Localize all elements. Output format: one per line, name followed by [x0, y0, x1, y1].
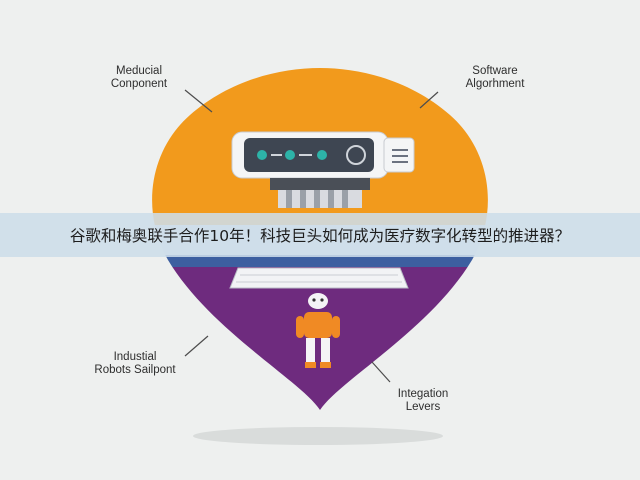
- label-top-left: Meducial Conponent: [84, 65, 194, 91]
- label-top-right: Software Algorhment: [440, 65, 550, 91]
- label-top-right-line2: Algorhment: [465, 78, 525, 90]
- connector-bottom-right: [371, 361, 391, 383]
- person-icon: [296, 293, 340, 368]
- banner-title: 谷歌和梅奥联手合作10年！科技巨头如何成为医疗数字化转型的推进器？: [69, 227, 571, 245]
- connector-top-right: [419, 91, 439, 109]
- middle-band: [152, 255, 488, 267]
- label-bottom-left: Industial Robots Sailpont: [70, 351, 200, 377]
- label-bottom-left-line2: Robots Sailpont: [94, 364, 176, 376]
- label-bottom-right: Integation Levers: [368, 388, 478, 414]
- connector-bottom-left: [184, 335, 209, 357]
- title-banner: 谷歌和梅奥联手合作10年！科技巨头如何成为医疗数字化转型的推进器？: [0, 213, 640, 257]
- label-top-right-line1: Software: [472, 65, 518, 77]
- robot-arm-icon: [231, 131, 415, 208]
- label-bottom-right-line2: Levers: [405, 401, 441, 413]
- label-top-left-line1: Meducial: [115, 65, 163, 77]
- label-bottom-right-line1: Integation: [397, 388, 449, 400]
- ground-shadow: [193, 427, 443, 445]
- keyboard-icon: [229, 267, 409, 289]
- connector-top-left: [184, 89, 213, 113]
- label-top-left-line2: Conponent: [110, 78, 168, 90]
- label-bottom-left-line1: Industial: [113, 351, 157, 363]
